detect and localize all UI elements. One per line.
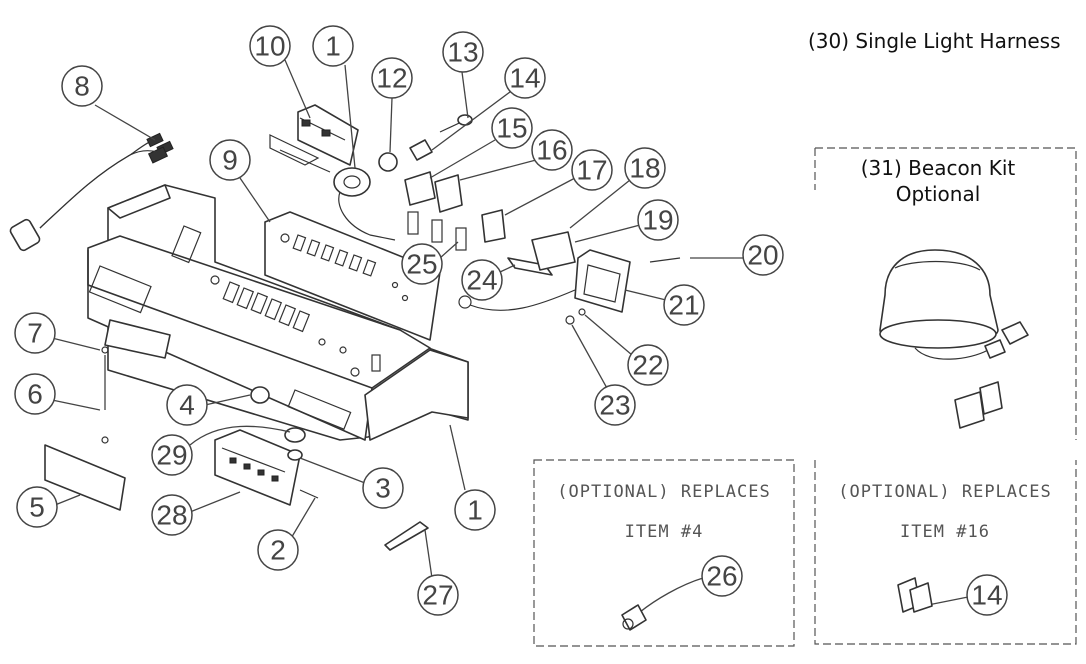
callout-29: 29 <box>151 425 291 476</box>
callout-10: 10 <box>249 25 311 119</box>
beacon-kit-box <box>815 147 1077 440</box>
callout-18: 18 <box>569 147 666 229</box>
svg-text:17: 17 <box>576 155 607 186</box>
callout-19: 19 <box>574 199 679 243</box>
svg-text:1: 1 <box>325 31 341 62</box>
svg-text:2: 2 <box>270 535 286 566</box>
callout-24: 24 <box>461 259 516 301</box>
callout-3: 3 <box>299 457 404 509</box>
callout-14b: 14 <box>927 574 1008 616</box>
callout-13: 13 <box>442 31 484 119</box>
callout-bubbles: 10 1 12 13 14 8 15 16 17 18 9 19 20 25 2… <box>14 25 1008 616</box>
plug-connector-icon <box>621 604 647 631</box>
harness-title: (30) Single Light Harness <box>808 29 1061 53</box>
svg-text:29: 29 <box>156 440 187 471</box>
svg-text:12: 12 <box>376 63 407 94</box>
svg-text:28: 28 <box>156 500 187 531</box>
dome-light-part <box>269 104 359 173</box>
optional-box2-line2: ITEM #16 <box>900 522 990 542</box>
svg-text:14: 14 <box>971 580 1002 611</box>
svg-text:15: 15 <box>496 113 527 144</box>
svg-text:26: 26 <box>706 561 737 592</box>
callout-27: 27 <box>417 529 459 616</box>
svg-text:1: 1 <box>467 495 483 526</box>
callout-15: 15 <box>429 107 533 179</box>
callout-2: 2 <box>257 497 316 571</box>
callout-12: 12 <box>371 57 413 153</box>
work-light-part <box>458 231 681 325</box>
svg-text:3: 3 <box>375 473 391 504</box>
callout-16: 16 <box>459 129 573 181</box>
svg-text:5: 5 <box>29 492 45 523</box>
callout-4: 4 <box>166 384 251 426</box>
optional-box-item16 <box>814 460 1077 645</box>
callout-9: 9 <box>209 139 271 223</box>
svg-text:21: 21 <box>668 290 699 321</box>
beacon-title-line2: Optional <box>896 182 981 206</box>
callout-17: 17 <box>504 149 613 216</box>
optional-box1-line1: (OPTIONAL) REPLACES <box>557 482 770 502</box>
hardware-parts <box>44 319 429 551</box>
switch-components <box>333 114 506 251</box>
callout-25: 25 <box>401 241 459 285</box>
beacon-title-line1: (31) Beacon Kit <box>861 156 1016 180</box>
svg-text:16: 16 <box>536 135 567 166</box>
mounting-bracket-icon <box>87 184 469 441</box>
svg-text:24: 24 <box>466 265 497 296</box>
svg-text:27: 27 <box>422 580 453 611</box>
rocker-switch-icon <box>954 381 1003 429</box>
callout-6: 6 <box>14 373 101 415</box>
callout-20: 20 <box>690 234 784 276</box>
optional-box1-line2: ITEM #4 <box>625 522 704 542</box>
svg-text:19: 19 <box>642 205 673 236</box>
wiring-harness-part <box>9 132 174 252</box>
callout-26: 26 <box>639 555 743 613</box>
svg-text:6: 6 <box>27 379 43 410</box>
callout-23: 23 <box>571 324 636 426</box>
callout-1b: 1 <box>449 424 496 531</box>
callout-14a: 14 <box>431 57 546 151</box>
callout-7: 7 <box>14 312 101 354</box>
svg-text:18: 18 <box>629 153 660 184</box>
svg-text:25: 25 <box>406 249 437 280</box>
callout-8: 8 <box>61 65 156 141</box>
optional-box-item4 <box>533 459 795 647</box>
callout-1a: 1 <box>312 25 356 169</box>
svg-text:4: 4 <box>179 390 195 421</box>
callout-21: 21 <box>624 284 705 326</box>
svg-text:10: 10 <box>254 31 285 62</box>
face-plate-part <box>264 211 441 341</box>
callout-28: 28 <box>151 491 241 536</box>
svg-text:13: 13 <box>447 37 478 68</box>
callout-5: 5 <box>16 486 81 528</box>
rocker-switch-icon <box>897 577 933 613</box>
svg-text:22: 22 <box>632 350 663 381</box>
svg-text:14: 14 <box>509 63 540 94</box>
svg-text:23: 23 <box>599 390 630 421</box>
svg-text:9: 9 <box>222 145 238 176</box>
amber-beacon-icon <box>879 249 1029 360</box>
optional-box2-line1: (OPTIONAL) REPLACES <box>838 482 1051 502</box>
callout-22: 22 <box>584 314 669 386</box>
svg-text:20: 20 <box>747 240 778 271</box>
svg-text:7: 7 <box>27 318 43 349</box>
svg-text:8: 8 <box>74 71 90 102</box>
